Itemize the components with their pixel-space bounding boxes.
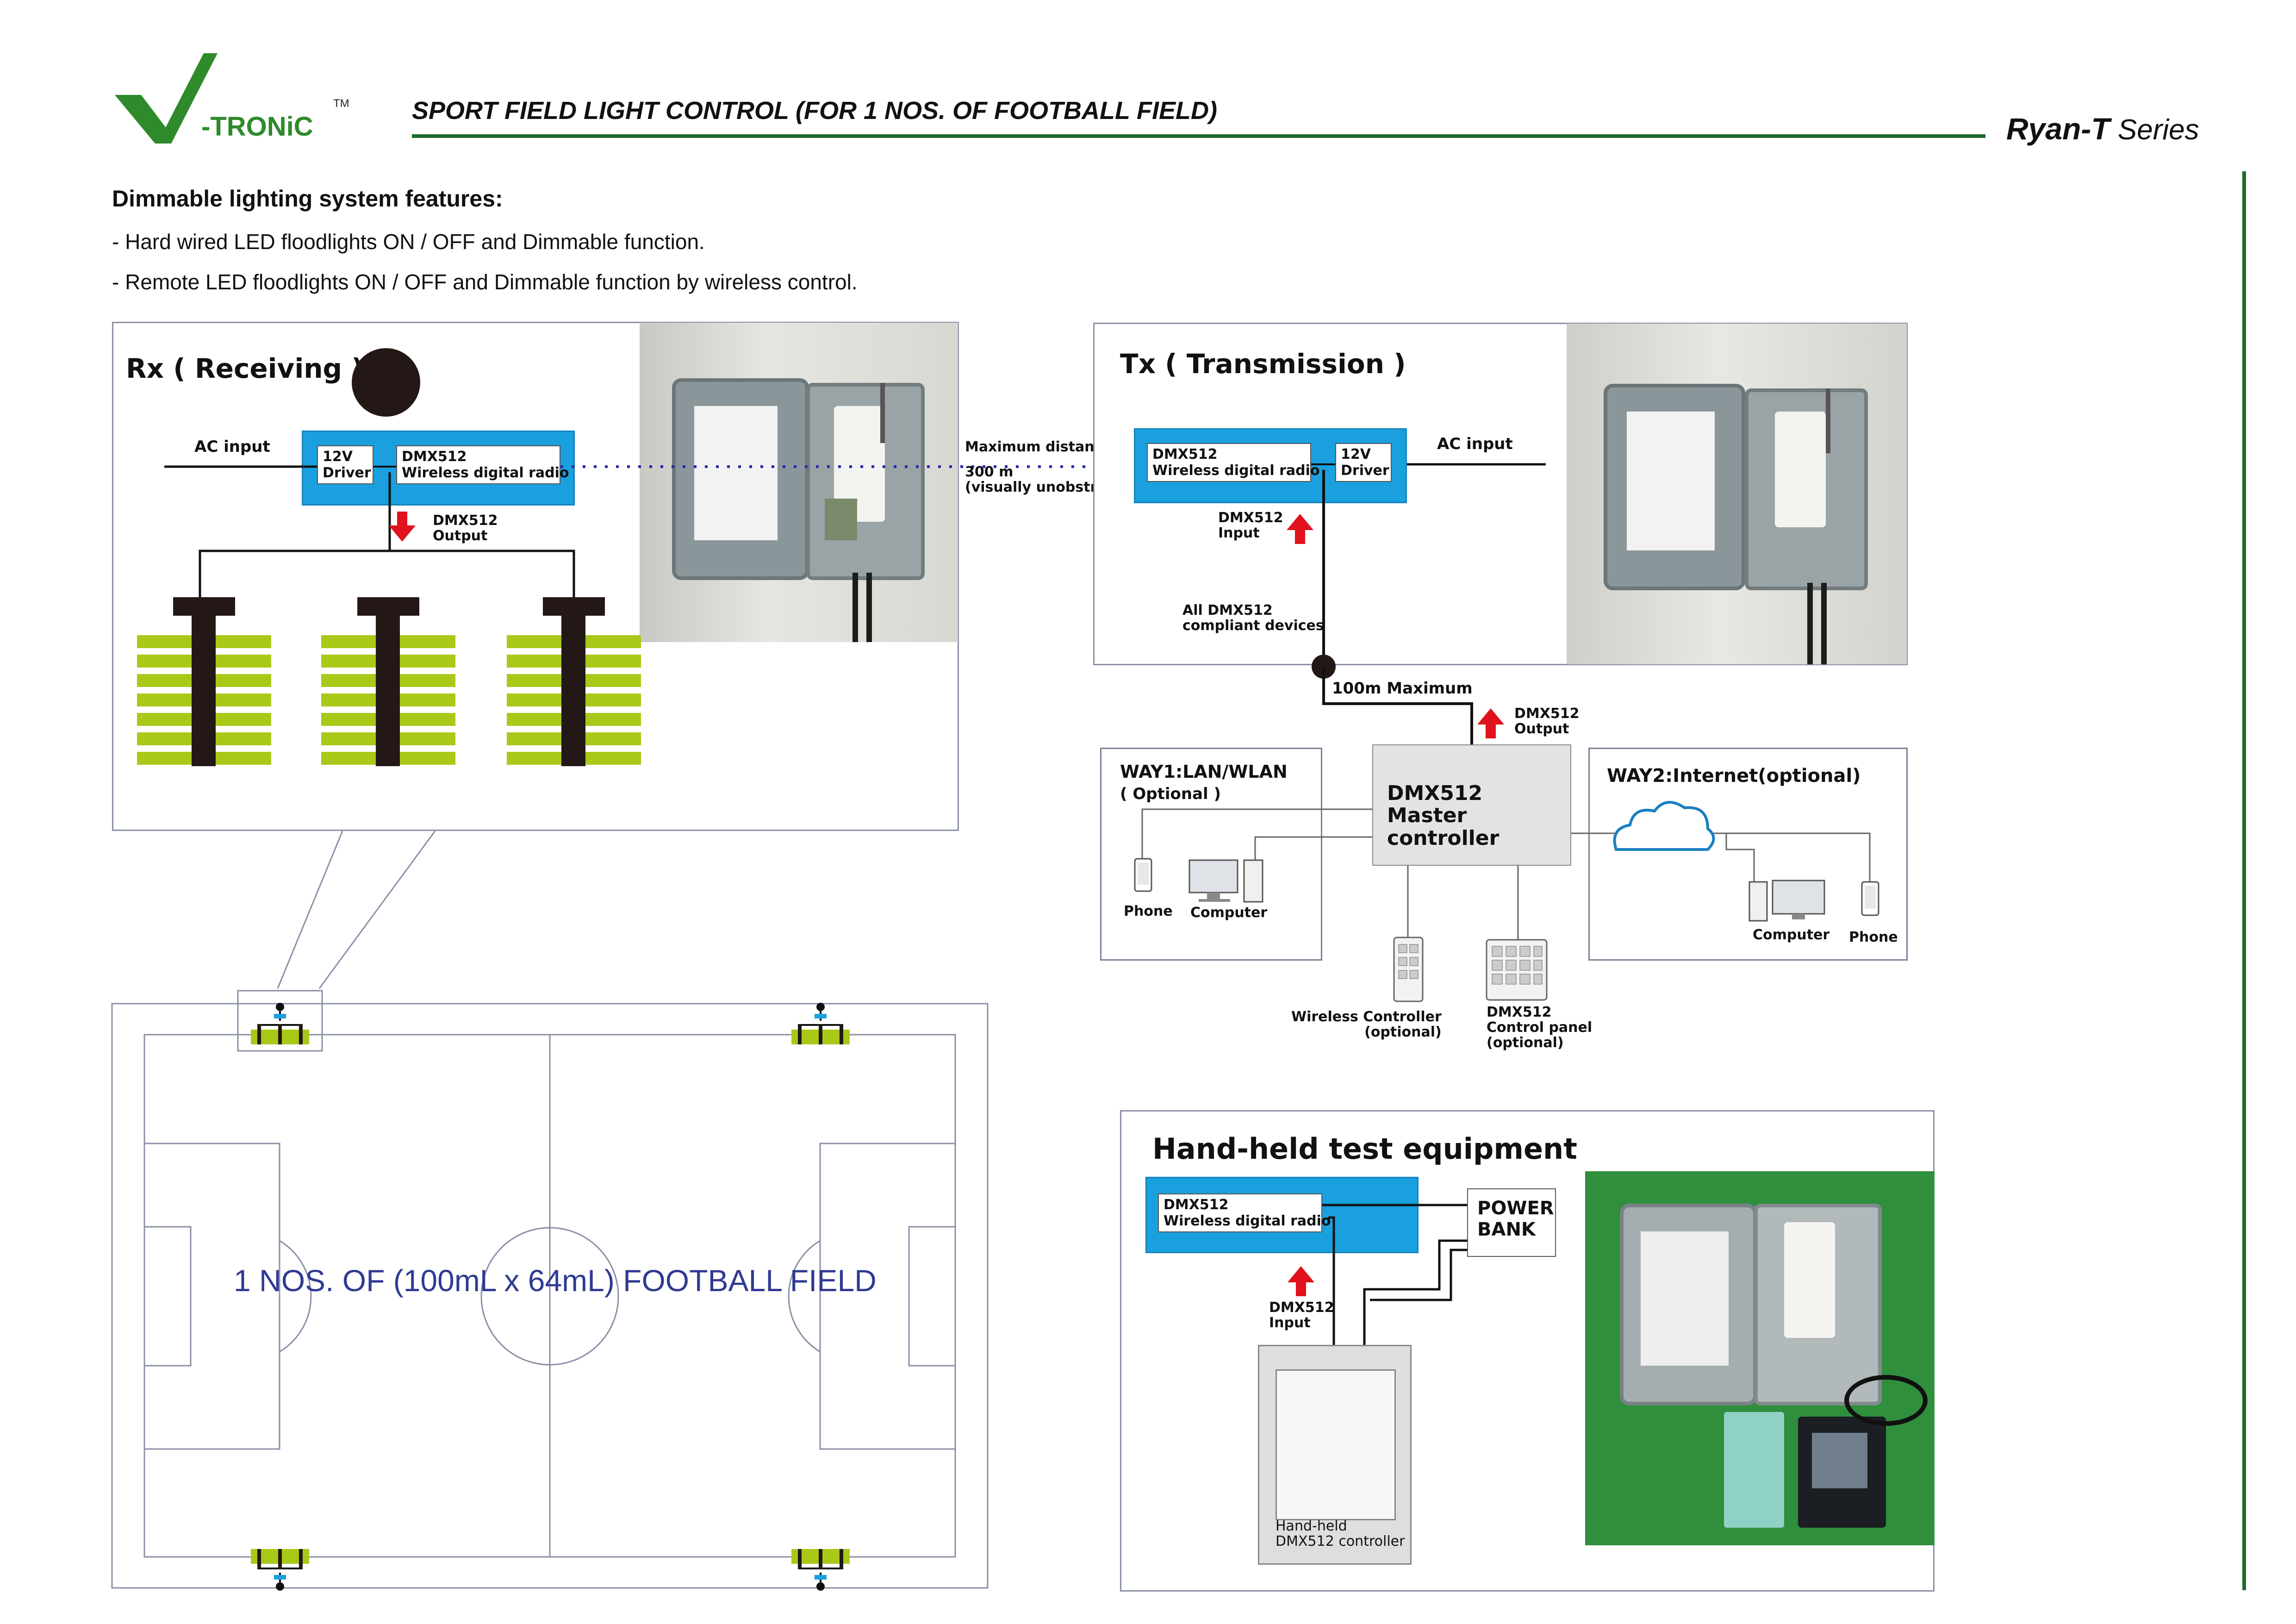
way1-phone-label: Phone xyxy=(1124,903,1173,919)
header-rule xyxy=(412,134,1985,138)
rx-title: Rx ( Receiving ) xyxy=(126,353,364,384)
feature-item: - Hard wired LED floodlights ON / OFF an… xyxy=(112,230,705,254)
way1-title: WAY1:LAN/WLAN xyxy=(1120,762,1288,782)
trademark: TM xyxy=(333,97,349,110)
series-label: Ryan-T Series xyxy=(2006,112,2199,146)
feature-item: - Remote LED floodlights ON / OFF and Di… xyxy=(112,270,858,294)
handheld-kit-photo xyxy=(1585,1171,1935,1545)
way2-title: WAY2:Internet(optional) xyxy=(1607,765,1861,787)
way2-computer-label: Computer xyxy=(1753,927,1830,943)
brand-name: -TRONiC xyxy=(201,112,313,142)
field-label: 1 NOS. OF (100mL x 64mL) FOOTBALL FIELD xyxy=(234,1263,877,1298)
handheld-title: Hand-held test equipment xyxy=(1152,1132,1577,1166)
link-distance-label: Maximum distance 300 m (visually unobstr… xyxy=(965,439,1148,495)
tx-enclosure-photo xyxy=(1567,324,1907,664)
tx-ac-input-label: AC input xyxy=(1437,435,1513,453)
features-heading: Dimmable lighting system features: xyxy=(112,186,503,212)
tx-title: Tx ( Transmission ) xyxy=(1120,348,1406,380)
max-run-label: 100m Maximum xyxy=(1332,679,1473,698)
page-title: SPORT FIELD LIGHT CONTROL (FOR 1 NOS. OF… xyxy=(412,97,1217,125)
rx-enclosure-photo xyxy=(640,323,958,642)
right-rule xyxy=(2242,171,2246,1590)
wireless-controller-label: Wireless Controller(optional) xyxy=(1291,1009,1442,1040)
way1-computer-label: Computer xyxy=(1190,905,1268,921)
rx-ac-input-label: AC input xyxy=(194,437,270,456)
way2-internet-label: Internet xyxy=(1631,828,1696,844)
way2-phone-label: Phone xyxy=(1849,929,1898,945)
way1-optional: ( Optional ) xyxy=(1120,785,1221,803)
rx-status-dot xyxy=(352,348,420,417)
